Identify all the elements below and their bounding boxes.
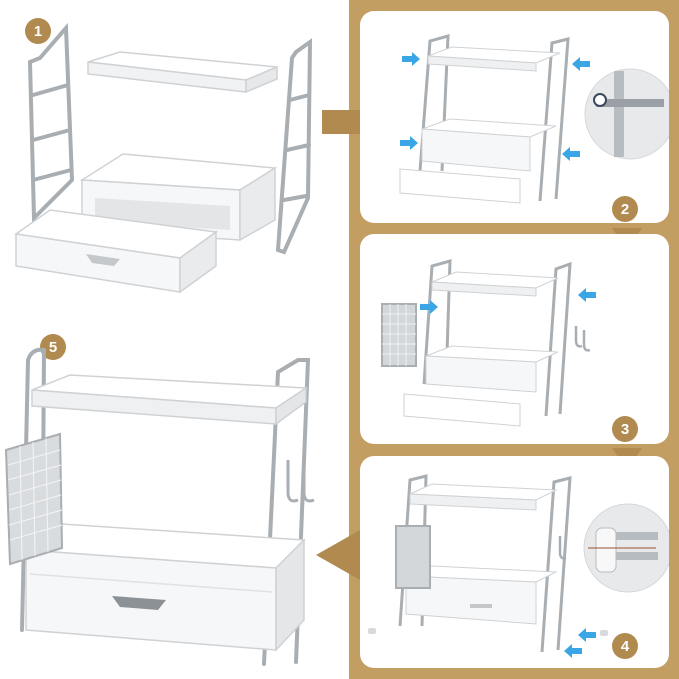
step-1-badge: 1 — [25, 18, 51, 44]
step-3-illustration — [381, 259, 596, 427]
step-3-number: 3 — [620, 420, 630, 438]
base-cabinet-part — [79, 153, 278, 242]
step-4-badge: 4 — [612, 633, 638, 659]
step-4-card — [360, 456, 669, 668]
step-2-illustration — [399, 34, 669, 204]
left-side-frame — [27, 22, 75, 223]
mesh-basket-icon — [4, 432, 64, 566]
right-side-frame — [275, 38, 313, 255]
step-3-card — [360, 234, 669, 444]
step-2-badge: 2 — [612, 196, 638, 222]
drawer-part — [14, 209, 218, 294]
step-3-badge: 3 — [612, 416, 638, 442]
step-1-number: 1 — [33, 22, 43, 40]
step-5-number: 5 — [48, 338, 58, 356]
step-5-area: 5 — [0, 320, 330, 679]
step-4-number: 4 — [620, 637, 630, 655]
top-shelf-part — [87, 51, 278, 94]
step-5-badge: 5 — [40, 334, 66, 360]
hook-icon — [574, 326, 591, 352]
left-arrow-icon — [316, 530, 360, 580]
screw-detail-icon — [584, 68, 669, 160]
mesh-basket-icon — [381, 303, 417, 367]
hook-icon — [286, 460, 315, 503]
step-5-assembled-illustration — [4, 347, 315, 666]
leg-cap-detail-icon — [583, 503, 669, 593]
step-2-card — [360, 11, 669, 223]
step-2-number: 2 — [620, 200, 630, 218]
step-1-parts-illustration — [14, 22, 313, 294]
step-4-illustration — [368, 474, 669, 658]
step-1-area: 1 — [0, 0, 330, 300]
